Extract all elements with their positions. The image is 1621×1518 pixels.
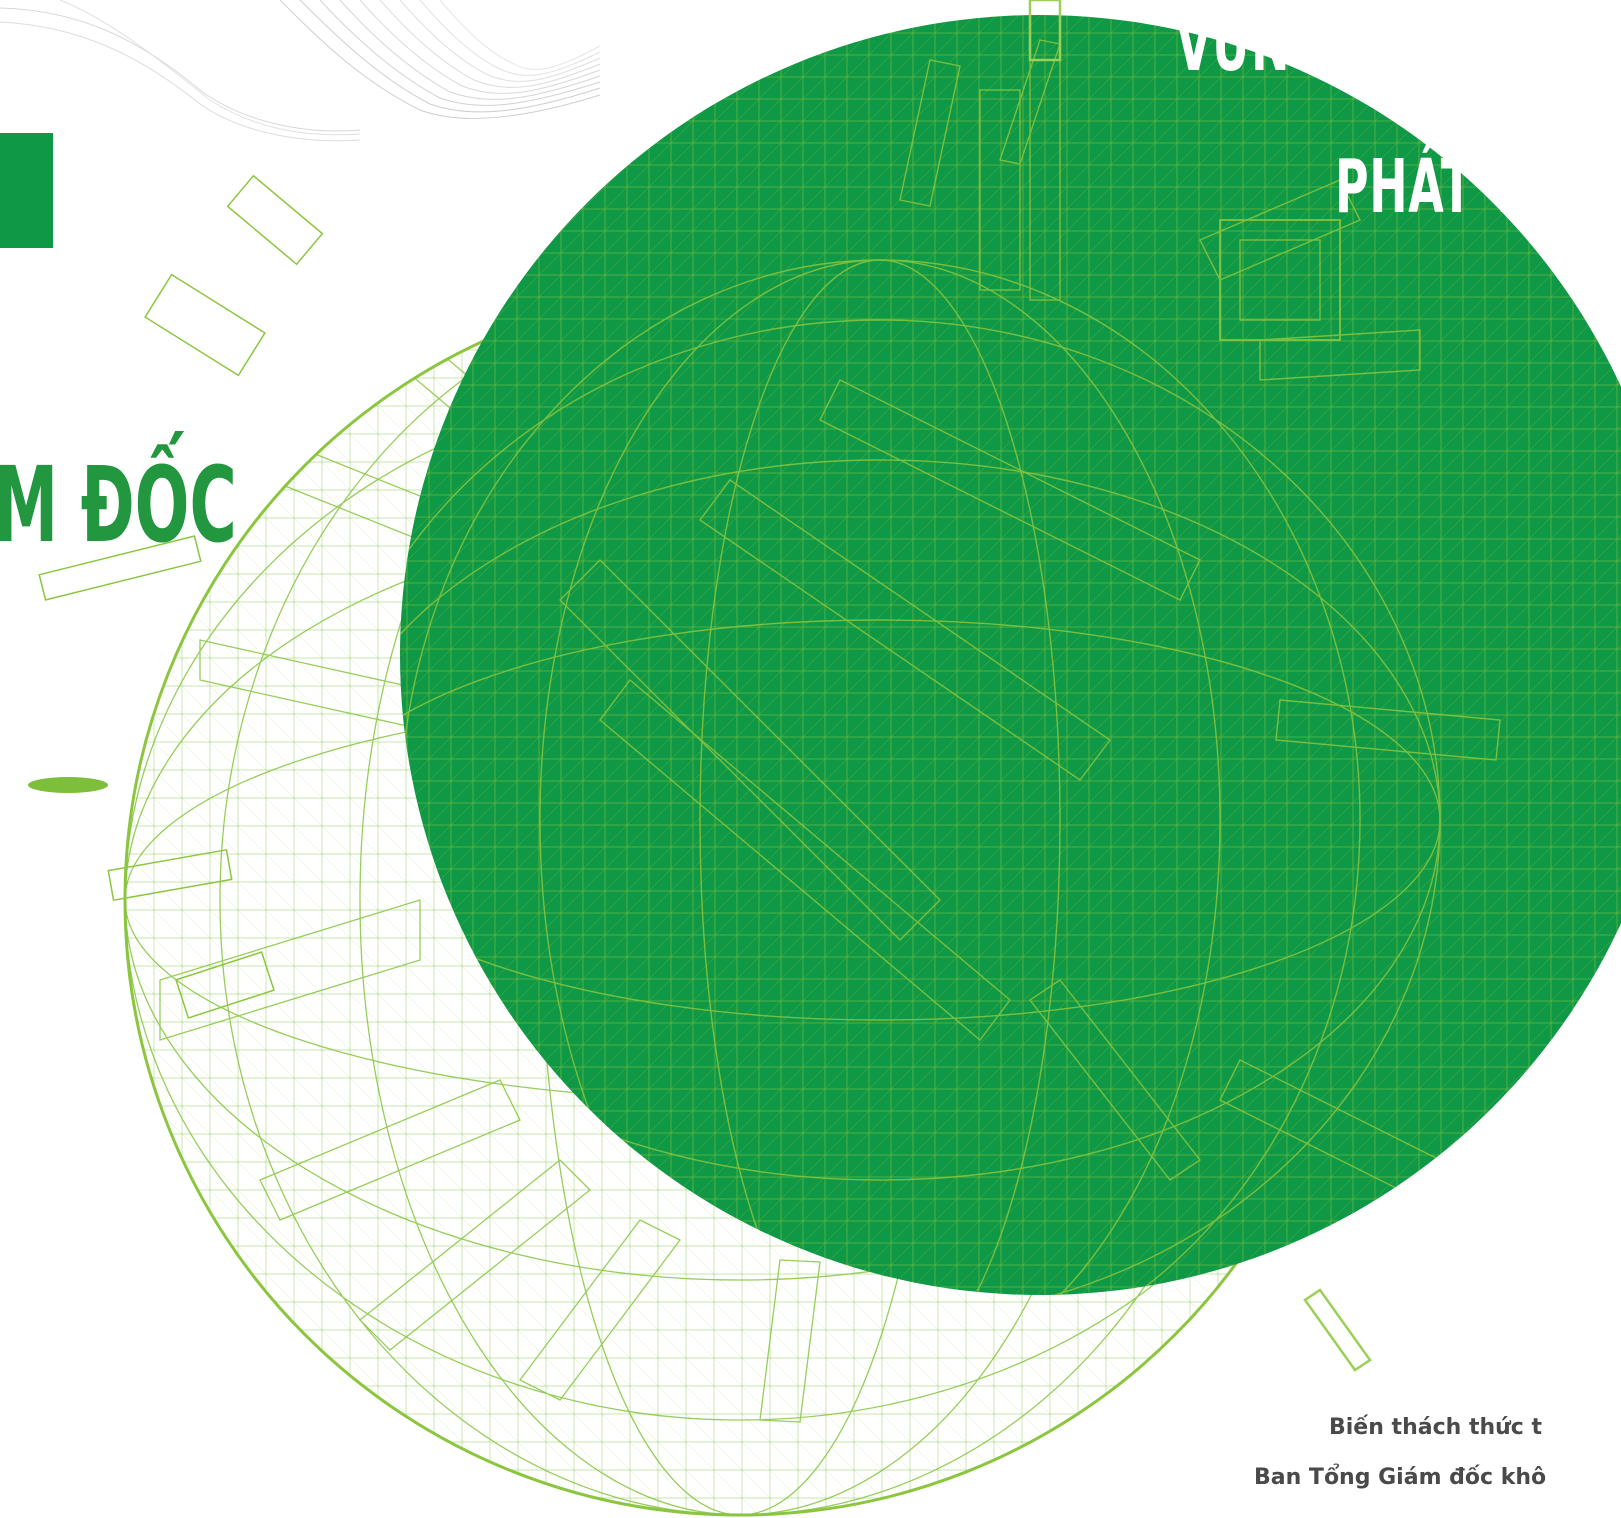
headline-line-2: PHÁT T — [1335, 144, 1522, 230]
caption-line-2: Ban Tổng Giám đốc khô — [1254, 1465, 1547, 1490]
curve-lines-decoration — [0, 0, 601, 142]
side-title: M ĐỐC — [0, 444, 237, 566]
caption-line-1: Biến thách thức t — [1329, 1415, 1542, 1440]
disc-shape — [28, 777, 108, 793]
headline-line-1: VỮNG BƯỚC — [1176, 2, 1495, 88]
green-accent-block — [0, 133, 53, 248]
green-circle — [400, 0, 1621, 1372]
